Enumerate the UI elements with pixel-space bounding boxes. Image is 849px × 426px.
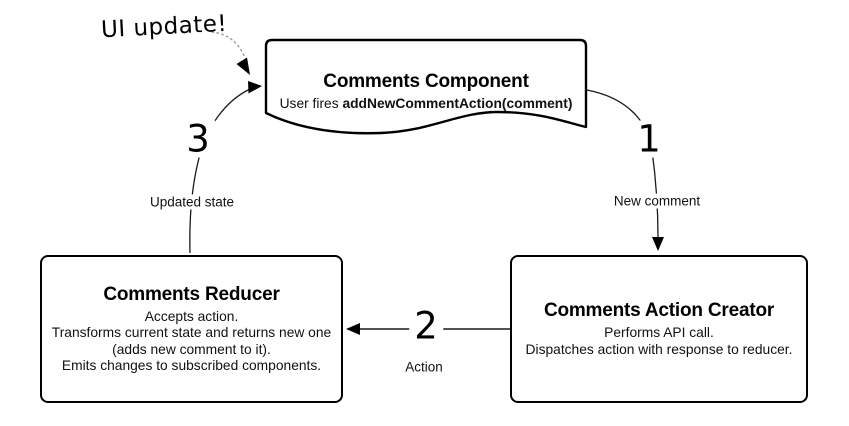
reducer-line: Transforms current state and returns new… [51,325,332,340]
arrow-step3-path [189,88,251,254]
node-comments-component-shape [264,38,588,135]
node-comments-component: Comments Component User fires addNewComm… [266,40,586,112]
step-number-2: 2 [409,307,443,345]
node-comments-action-creator: Comments Action Creator Performs API cal… [510,255,808,403]
component-body: User fires addNewCommentAction(comment) [280,96,573,113]
reducer-line: Accepts action. [144,308,239,324]
reducer-line: Emits changes to subscribed components. [61,358,322,373]
ui-update-arrowhead-icon [236,57,250,75]
arrow-label-new-comment: New comment [610,193,704,209]
action-creator-title: Comments Action Creator [543,300,775,321]
component-body-action-name: addNewCommentAction(comment) [342,95,573,111]
arrow-label-updated-state: Updated state [146,194,238,210]
arrow-label-action: Action [402,359,446,375]
arrow-step3-arrowhead-icon [248,81,262,94]
ui-update-dotted-arrow [211,31,246,59]
component-body-prefix: User fires [279,95,343,111]
component-title: Comments Component [323,70,529,92]
step-number-3: 3 [181,120,215,158]
arrow-step1-path [586,89,659,238]
step-number-1: 1 [632,120,666,158]
action-creator-line: Dispatches action with response to reduc… [525,341,793,357]
arrow-step1-arrowhead-icon [652,237,664,251]
action-creator-line: Performs API call. [604,325,714,340]
node-comments-reducer: Comments Reducer Accepts action. Transfo… [40,255,343,403]
arrow-step2-arrowhead-icon [346,323,360,335]
reducer-title: Comments Reducer [103,283,280,305]
reducer-line: (adds new comment to it). [112,341,271,357]
